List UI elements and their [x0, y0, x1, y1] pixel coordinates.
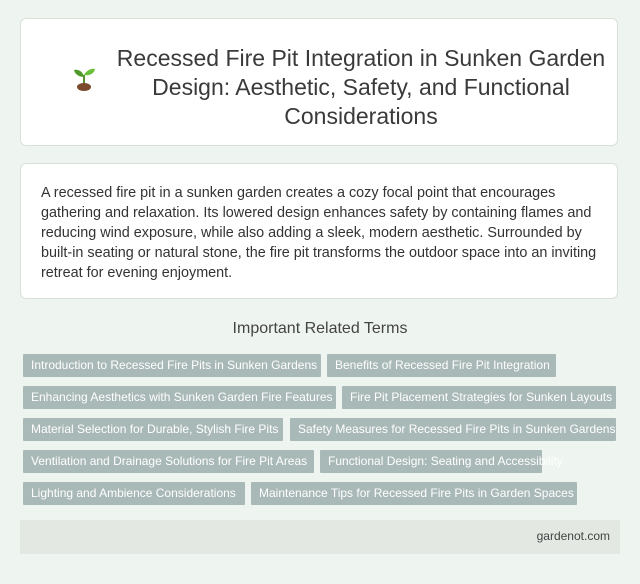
intro-card: A recessed fire pit in a sunken garden c… [20, 163, 618, 299]
related-term-tag[interactable]: Lighting and Ambience Considerations [23, 482, 245, 505]
intro-paragraph: A recessed fire pit in a sunken garden c… [41, 185, 597, 281]
related-term-tag[interactable]: Introduction to Recessed Fire Pits in Su… [23, 354, 321, 377]
footer-site-name[interactable]: gardenot.com [536, 529, 610, 543]
related-term-tag[interactable]: Safety Measures for Recessed Fire Pits i… [290, 418, 616, 441]
related-terms-heading: Important Related Terms [232, 320, 408, 337]
related-term-tag[interactable]: Material Selection for Durable, Stylish … [23, 418, 283, 441]
related-term-tag[interactable]: Functional Design: Seating and Accessibi… [320, 450, 563, 473]
related-term-tag[interactable]: Enhancing Aesthetics with Sunken Garden … [23, 386, 336, 409]
related-term-tag[interactable]: Ventilation and Drainage Solutions for F… [23, 450, 314, 473]
related-term-tag[interactable]: Benefits of Recessed Fire Pit Integratio… [327, 354, 556, 377]
seedling-icon [74, 68, 95, 91]
related-term-tag[interactable]: Maintenance Tips for Recessed Fire Pits … [251, 482, 577, 505]
page-title: Recessed Fire Pit Integration in Sunken … [116, 45, 606, 129]
title-card: Recessed Fire Pit Integration in Sunken … [20, 18, 618, 146]
related-term-tag[interactable]: Fire Pit Placement Strategies for Sunken… [342, 386, 616, 409]
footer: gardenot.com [20, 520, 620, 554]
